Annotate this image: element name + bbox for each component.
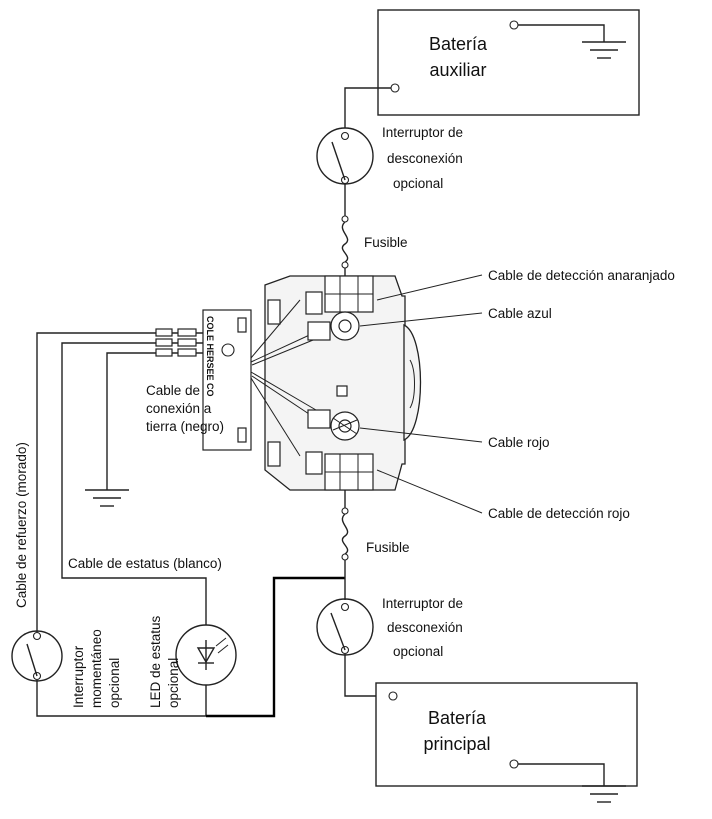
red-cable-leader [359,427,483,443]
solenoid-device: COLE HERSEE CO [202,275,422,491]
connector-pins [155,328,197,357]
device-brand-label: COLE HERSEE CO [205,316,215,397]
red-sense-leader [376,469,483,514]
main-battery-terminal-pos [388,691,398,701]
status-cable-wire [61,342,207,625]
status-cable-label: Cable de estatus (blanco) [68,556,222,571]
orange-sense-label: Cable de detección anaranjado [488,268,675,283]
bottom-switch-label-3: opcional [393,644,443,659]
aux-battery-wire [344,87,391,128]
red-cable-label: Cable rojo [488,435,550,450]
momentary-switch-icon [11,630,63,682]
common-return-wire [206,576,345,718]
momentary-switch-return-wire [36,680,206,717]
main-ground-icon [518,763,626,803]
aux-battery-terminal-pos [390,83,400,93]
aux-battery-label-1: Batería [429,34,488,54]
aux-ground-icon [518,24,626,59]
ground-cable-label-3: tierra (negro) [146,419,224,434]
blue-cable-label: Cable azul [488,306,552,321]
boost-cable-label: Cable de refuerzo (morado) [14,442,29,608]
blue-cable-leader [359,312,483,327]
bottom-disconnect-switch-icon [316,598,374,656]
top-switch-label-1: Interruptor de [382,125,463,140]
top-fuse-label: Fusible [364,235,408,250]
bottom-switch-label-1: Interruptor de [382,596,463,611]
main-battery: Batería principal [375,682,638,787]
red-sense-label: Cable de detección rojo [488,506,630,521]
status-led-label-1: LED de estatus [148,615,163,708]
top-switch-label-2: desconexión [387,151,463,166]
bottom-switch-label-2: desconexión [387,620,463,635]
main-battery-label-2: principal [423,734,490,754]
momentary-switch-label-1: Interruptor [71,645,86,708]
main-battery-wire [344,654,389,697]
top-switch-label-3: opcional [393,176,443,191]
main-battery-label-1: Batería [428,708,487,728]
status-led-icon [175,624,237,686]
left-ground-icon [85,489,129,507]
main-battery-terminal-neg [509,759,519,769]
boost-cable-wire [36,332,203,632]
top-disconnect-switch-icon [316,127,374,185]
orange-sense-leader [376,274,483,301]
ground-cable-label-1: Cable de [146,383,200,398]
aux-battery-terminal-neg [509,20,519,30]
top-fuse-icon [341,184,349,282]
momentary-switch-label-3: opcional [107,658,122,708]
ground-cable-label-2: conexión a [146,401,212,416]
bottom-fuse-label: Fusible [366,540,410,555]
aux-battery-label-2: auxiliar [429,60,486,80]
status-led-label-2: opcional [166,658,181,708]
aux-battery: Batería auxiliar [377,9,640,116]
bottom-fuse-icon [341,490,349,600]
momentary-switch-label-2: momentáneo [89,629,104,708]
